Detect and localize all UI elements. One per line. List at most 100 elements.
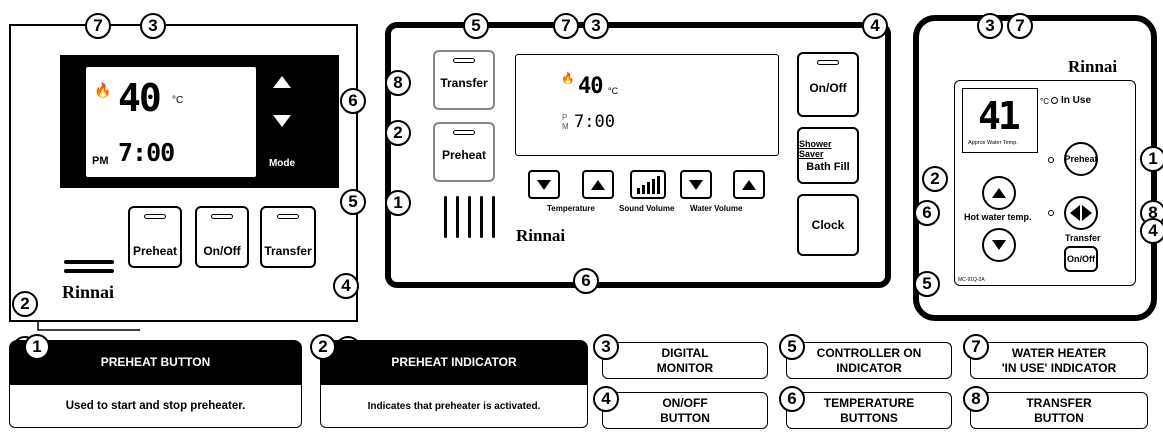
- right-hot-water-label: Hot water temp.: [964, 212, 1032, 222]
- callout-1: 1: [385, 190, 411, 216]
- right-onoff-button[interactable]: On/Off: [1064, 246, 1098, 272]
- left-temp-digits: 40: [118, 76, 162, 120]
- middle-shower-bath-button[interactable]: Shower Saver Bath Fill: [797, 127, 859, 184]
- callout-5: 5: [914, 271, 940, 297]
- callout-3: 3: [977, 13, 1003, 39]
- callout-4: 4: [862, 13, 888, 39]
- left-grille: [64, 260, 114, 273]
- callout-4: 4: [333, 273, 359, 299]
- middle-time: 7:00: [574, 112, 615, 132]
- left-onoff-label: On/Off: [203, 244, 241, 258]
- legend-6-line2: BUTTONS: [840, 410, 898, 425]
- callout-6: 6: [573, 268, 599, 294]
- right-inner-frame: [954, 80, 1136, 286]
- transfer-indicator-dot: [1048, 210, 1054, 216]
- left-preheat-label: Preheat: [132, 244, 178, 258]
- middle-temp-up-button[interactable]: [582, 170, 614, 199]
- legend-4-line2: BUTTON: [660, 410, 710, 425]
- sound-volume-label: Sound Volume: [619, 204, 675, 213]
- preheat-indicator-led: [144, 214, 166, 219]
- legend-3-number: 3: [593, 334, 619, 360]
- legend-6-box: TEMPERATURE BUTTONS: [786, 392, 952, 429]
- middle-brand-logo: Rinnai: [516, 226, 566, 245]
- legend-1-number: 1: [24, 334, 50, 360]
- right-transfer-button[interactable]: [1064, 196, 1098, 230]
- middle-ampm-m: M: [562, 122, 569, 131]
- middle-transfer-led: [453, 58, 475, 63]
- left-temp-up-button[interactable]: [264, 67, 300, 97]
- down-arrow-icon: [689, 179, 703, 190]
- right-lcd-display: [962, 88, 1038, 153]
- legend-5-line1: CONTROLLER ON: [816, 345, 922, 360]
- middle-water-volume-down-button[interactable]: [680, 170, 712, 199]
- legend-2-number: 2: [310, 334, 336, 360]
- right-temp-up-button[interactable]: [982, 176, 1016, 210]
- left-temp-down-button[interactable]: [264, 106, 300, 136]
- down-arrow-icon: [992, 240, 1006, 250]
- middle-temp-down-button[interactable]: [528, 170, 560, 199]
- left-preheat-button-face[interactable]: Preheat: [128, 206, 182, 268]
- middle-transfer-button[interactable]: Transfer: [433, 50, 495, 110]
- right-controller-panel: [913, 15, 1157, 321]
- right-transfer-label: Transfer: [1065, 233, 1101, 243]
- up-arrow-icon: [992, 188, 1006, 198]
- middle-onoff-label: On/Off: [809, 81, 847, 95]
- callout-8: 8: [385, 70, 411, 96]
- callout-4: 4: [1140, 218, 1163, 244]
- callout-7: 7: [85, 13, 111, 39]
- left-time: 7:00: [118, 138, 175, 167]
- up-arrow-icon: [591, 179, 605, 190]
- middle-onoff-button[interactable]: On/Off: [797, 52, 859, 117]
- legend-4-line1: ON/OFF: [662, 395, 708, 410]
- legend-3-line2: MONITOR: [656, 360, 714, 375]
- right-preheat-label: Preheat: [1064, 154, 1098, 164]
- middle-clock-label: Clock: [811, 218, 845, 232]
- middle-flame-icon: 🔥: [561, 73, 575, 85]
- preheat-indicator-dot: [1048, 157, 1054, 163]
- legend-4-box: ON/OFF BUTTON: [602, 392, 768, 429]
- callout-7: 7: [553, 13, 579, 39]
- middle-transfer-label: Transfer: [440, 76, 488, 90]
- legend-7-line1: WATER HEATER: [1011, 345, 1107, 360]
- legend-1-body: Used to start and stop preheater.: [9, 384, 302, 428]
- middle-lcd-display: [515, 54, 779, 156]
- callout-2: 2: [12, 291, 38, 317]
- middle-sound-volume-button[interactable]: [630, 170, 666, 199]
- shower-saver-label: Shower Saver: [799, 138, 832, 159]
- middle-ampm-p: P: [562, 113, 568, 122]
- legend-8-line1: TRANSFER: [1026, 395, 1092, 410]
- middle-clock-button[interactable]: Clock: [797, 194, 859, 256]
- left-mode-button[interactable]: Mode: [264, 149, 300, 177]
- middle-preheat-button[interactable]: Preheat: [433, 122, 495, 182]
- middle-temp-unit: °C: [608, 86, 619, 96]
- legend-5-number: 5: [779, 334, 805, 360]
- legend-7-number: 7: [963, 334, 989, 360]
- flame-icon: 🔥: [94, 82, 112, 98]
- middle-temp-digits: 40: [578, 74, 603, 99]
- middle-preheat-led: [453, 130, 475, 135]
- left-transfer-label: Transfer: [264, 244, 312, 258]
- right-temp-digits: 41: [978, 94, 1021, 138]
- left-onoff-button[interactable]: On/Off: [195, 206, 249, 268]
- right-temp-down-button[interactable]: [982, 228, 1016, 262]
- middle-grille: [444, 196, 495, 238]
- left-temp-unit: °C: [172, 95, 184, 106]
- legend-6-number: 6: [779, 386, 805, 412]
- callout-6: 6: [914, 200, 940, 226]
- up-arrow-icon: [742, 179, 756, 190]
- right-temp-unit: °C: [1040, 97, 1049, 106]
- left-transfer-button[interactable]: Transfer: [260, 206, 316, 268]
- right-preheat-button[interactable]: Preheat: [1064, 142, 1098, 176]
- volume-bars-icon: [637, 175, 660, 194]
- mode-label: Mode: [268, 157, 296, 169]
- legend-2-body: Indicates that preheater is activated.: [320, 384, 588, 428]
- callout-5: 5: [340, 189, 366, 215]
- middle-water-volume-up-button[interactable]: [733, 170, 765, 199]
- legend-1-title: PREHEAT BUTTON: [9, 340, 302, 384]
- temperature-label: Temperature: [547, 204, 595, 213]
- left-ampm: PM: [92, 155, 109, 167]
- legend-5-box: CONTROLLER ON INDICATOR: [786, 342, 952, 379]
- middle-onoff-led: [817, 60, 839, 65]
- legend-3-line1: DIGITAL: [661, 345, 709, 360]
- transfer-indicator-led: [277, 214, 299, 219]
